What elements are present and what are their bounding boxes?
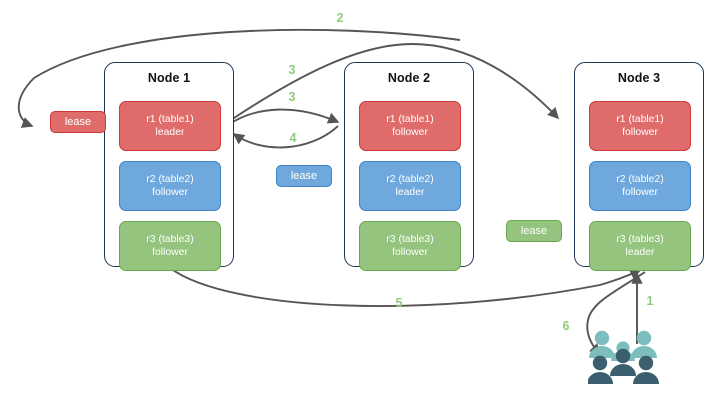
node-container-3[interactable]: Node 3 r1 (table1) follower r2 (table2) … (574, 62, 704, 271)
step-number-3b: 3 (288, 90, 296, 104)
node-container-2[interactable]: Node 2 r1 (table1) follower r2 (table2) … (344, 62, 474, 271)
node-title: Node 1 (147, 71, 191, 85)
step-number-5: 5 (395, 296, 403, 310)
replica-chip-n3-r1[interactable]: r1 (table1) follower (589, 101, 691, 151)
replica-chip-n1-r3[interactable]: r3 (table3) follower (119, 221, 221, 271)
replica-line-2: leader (395, 187, 425, 198)
lease-chip-r2[interactable]: lease (276, 165, 332, 187)
replica-line-1: r3 (table3) (386, 234, 434, 245)
replica-line-2: follower (152, 247, 188, 258)
step-number-4: 4 (289, 131, 297, 145)
replica-chip-n3-r3[interactable]: r3 (table3) leader (589, 221, 691, 271)
replica-chip-n2-r3[interactable]: r3 (table3) follower (359, 221, 461, 271)
replica-line-1: r1 (table1) (616, 114, 664, 125)
step-number-6: 6 (562, 319, 570, 333)
replica-line-2: follower (392, 127, 428, 138)
edge-step-3-lower (227, 108, 340, 126)
replica-chip-n3-r2[interactable]: r2 (table2) follower (589, 161, 691, 211)
step-number-3a: 3 (288, 63, 296, 77)
replica-chip-n2-r2[interactable]: r2 (table2) leader (359, 161, 461, 211)
lease-chip-r1[interactable]: lease (50, 111, 106, 133)
replica-line-1: r2 (table2) (616, 174, 664, 185)
node-title: Node 3 (617, 71, 661, 85)
replica-line-2: leader (625, 247, 655, 258)
replica-line-1: r3 (table3) (146, 234, 194, 245)
step-number-2: 2 (336, 11, 344, 25)
replica-line-1: r3 (table3) (616, 234, 664, 245)
replica-chip-n2-r1[interactable]: r1 (table1) follower (359, 101, 461, 151)
replica-line-1: r2 (table2) (386, 174, 434, 185)
replica-line-1: r2 (table2) (146, 174, 194, 185)
replica-chip-n1-r1[interactable]: r1 (table1) leader (119, 101, 221, 151)
node-title: Node 2 (387, 71, 431, 85)
replica-line-2: follower (152, 187, 188, 198)
step-number-1: 1 (646, 294, 654, 308)
node-container-1[interactable]: Node 1 r1 (table1) leader r2 (table2) fo… (104, 62, 234, 271)
users-group-icon (588, 330, 659, 384)
replica-line-1: r1 (table1) (386, 114, 434, 125)
replica-line-1: r1 (table1) (146, 114, 194, 125)
replica-line-2: follower (622, 127, 658, 138)
replica-line-2: follower (392, 247, 428, 258)
replica-line-2: leader (155, 127, 185, 138)
lease-chip-r3[interactable]: lease (506, 220, 562, 242)
replica-line-2: follower (622, 187, 658, 198)
replica-chip-n1-r2[interactable]: r2 (table2) follower (119, 161, 221, 211)
